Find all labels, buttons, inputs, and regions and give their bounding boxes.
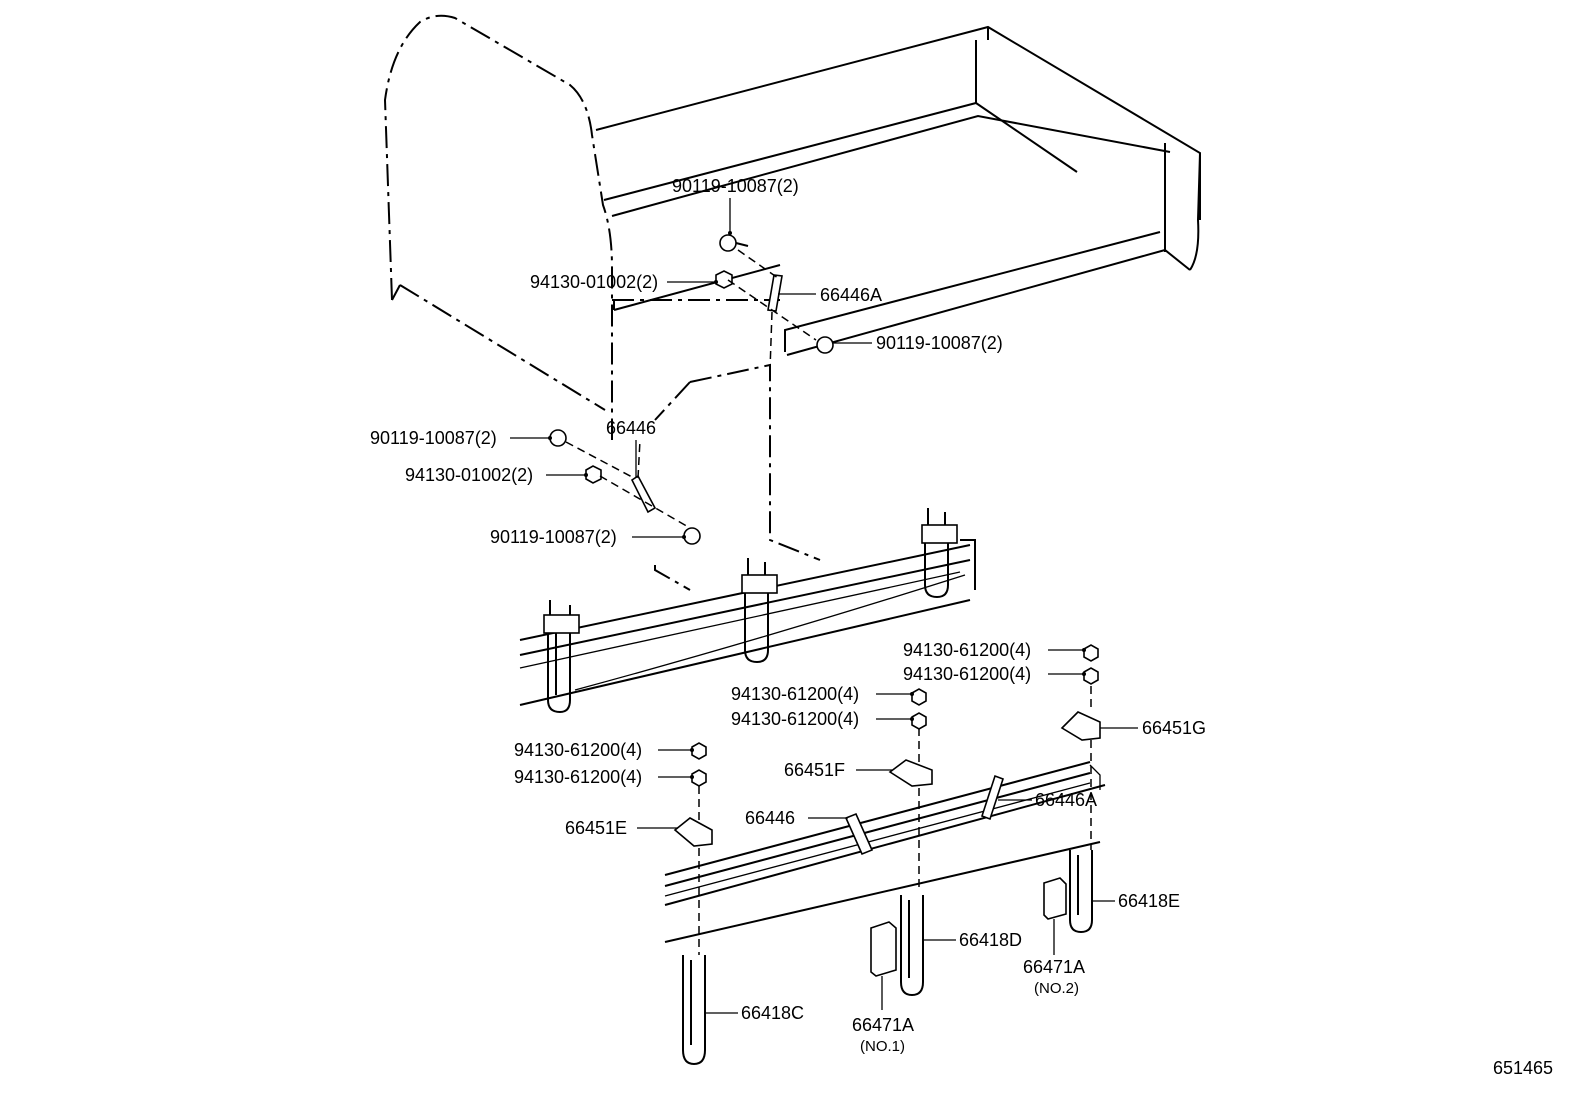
label-nut-g-top: 94130-61200(4) xyxy=(903,640,1031,660)
truck-bed-outline xyxy=(383,14,1202,440)
hardware-lower xyxy=(673,644,1101,1066)
label-nut-mid-left: 94130-01002(2) xyxy=(405,465,533,485)
label-bolt-upper-top: 90119-10087(2) xyxy=(672,176,799,196)
diagram-id: 651465 xyxy=(1493,1058,1553,1078)
label-ubolt-c: 66418C xyxy=(741,1003,804,1023)
label-bracket-upper: 66446A xyxy=(820,285,882,305)
label-spacer-no2: 66471A xyxy=(1023,957,1085,977)
label-ubolt-e: 66418E xyxy=(1118,891,1180,911)
frame-rail-upper xyxy=(519,508,976,714)
label-nut-g-bottom: 94130-61200(4) xyxy=(903,664,1031,684)
label-bracket-center: 66446 xyxy=(606,418,656,438)
label-ubolt-d: 66418D xyxy=(959,930,1022,950)
label-bracket-lower-right: 66446A xyxy=(1035,790,1097,810)
frame-rail-lower xyxy=(664,761,1106,943)
label-spacer-no2-note: (NO.2) xyxy=(1034,980,1079,997)
label-spacer-no1-note: (NO.1) xyxy=(860,1038,905,1055)
label-nut-e-bottom: 94130-61200(4) xyxy=(514,767,642,787)
label-bolt-mid-lower: 90119-10087(2) xyxy=(490,527,617,547)
label-plate-f: 66451F xyxy=(784,760,845,780)
label-nut-f-top: 94130-61200(4) xyxy=(731,684,859,704)
label-bracket-lower-left: 66446 xyxy=(745,808,795,828)
label-bolt-upper-right: 90119-10087(2) xyxy=(876,333,1003,353)
label-plate-g: 66451G xyxy=(1142,718,1206,738)
callouts: 90119-10087(2) 94130-01002(2) 66446A 901… xyxy=(370,176,1206,1055)
label-bolt-mid-left: 90119-10087(2) xyxy=(370,428,497,448)
label-nut-f-bottom: 94130-61200(4) xyxy=(731,709,859,729)
label-nut-upper: 94130-01002(2) xyxy=(530,272,658,292)
label-spacer-no1: 66471A xyxy=(852,1015,914,1035)
label-plate-e: 66451E xyxy=(565,818,627,838)
phantom-connector-lines xyxy=(654,363,821,591)
label-nut-e-top: 94130-61200(4) xyxy=(514,740,642,760)
